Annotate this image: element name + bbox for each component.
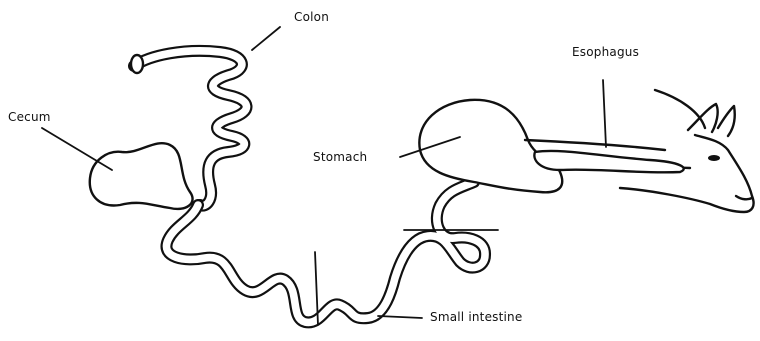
animal-head <box>620 90 754 212</box>
cecum <box>90 143 193 209</box>
small-intestine-label: Small intestine <box>430 310 522 324</box>
cecum-leader <box>42 128 112 170</box>
colon-leader <box>252 27 280 50</box>
esophagus-leader <box>603 80 606 147</box>
small-intestine-leader <box>378 316 422 318</box>
stomach <box>419 100 562 192</box>
colon-label: Colon <box>294 10 329 24</box>
eye-icon <box>708 155 720 161</box>
esophagus-label: Esophagus <box>572 45 639 59</box>
colon-open-end <box>131 55 143 73</box>
esophagus-bulb <box>534 151 683 173</box>
stomach-label: Stomach <box>313 150 367 164</box>
cecum-label: Cecum <box>8 110 51 124</box>
